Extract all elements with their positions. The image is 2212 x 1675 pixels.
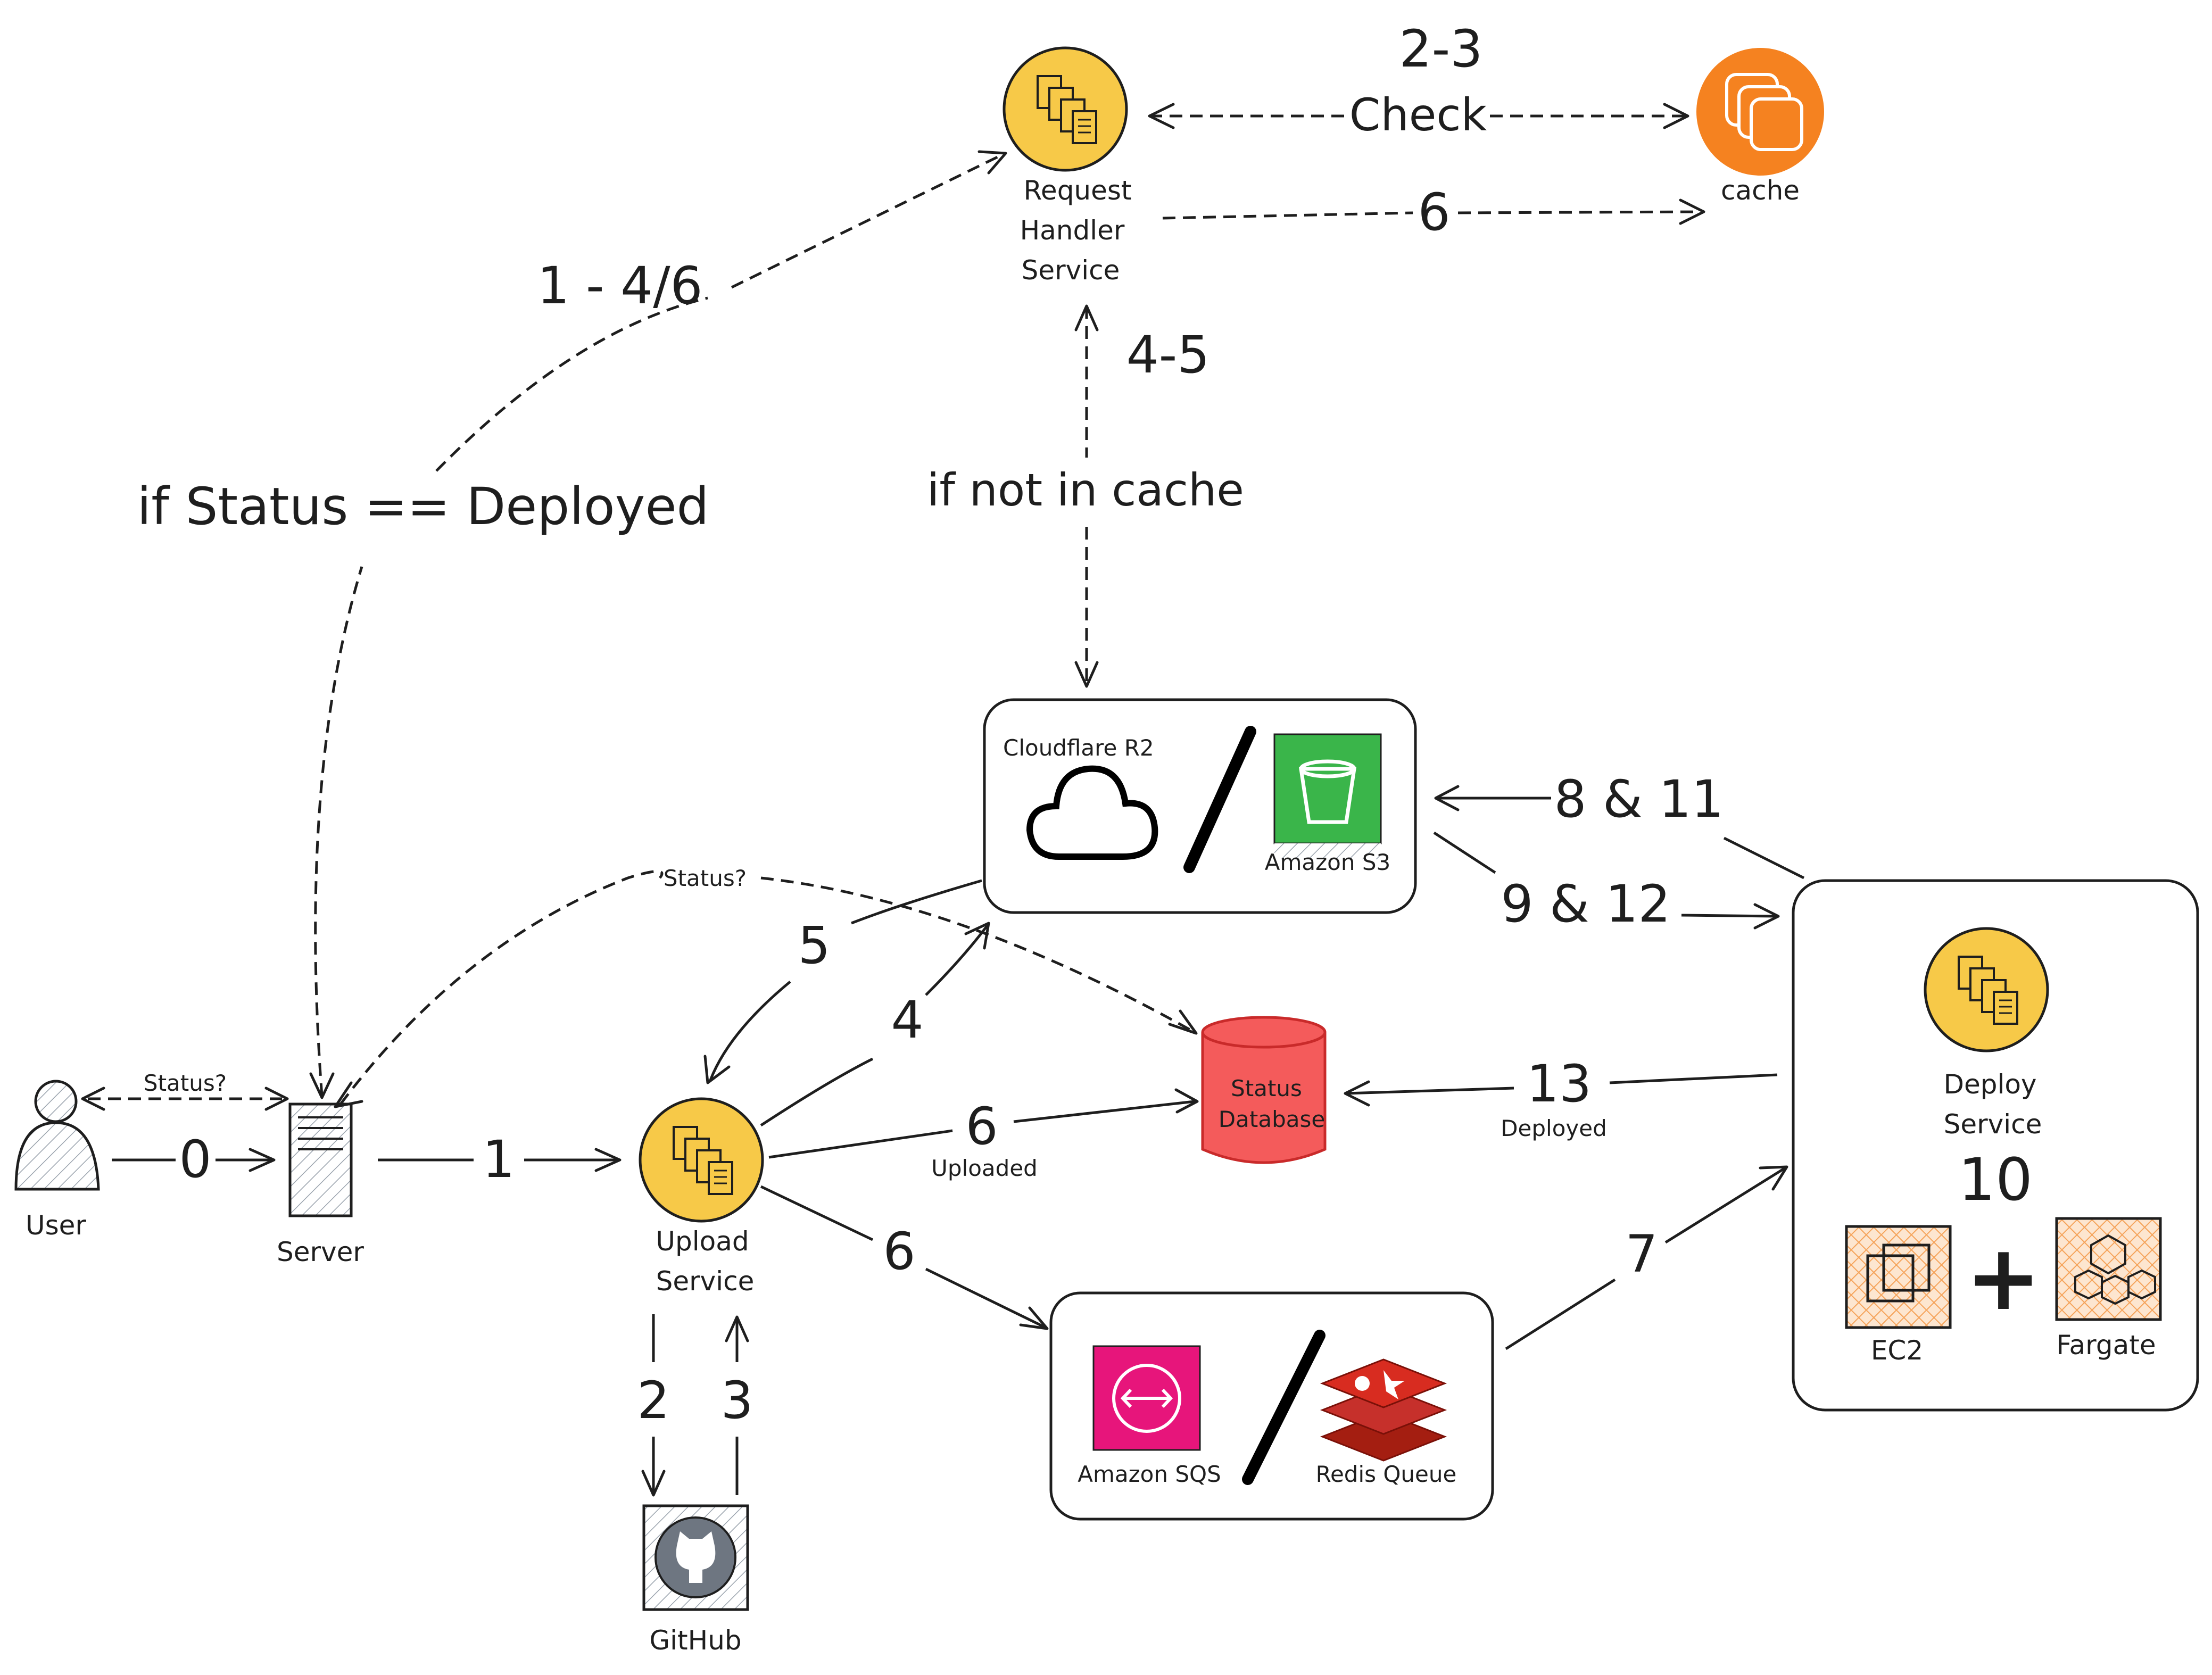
queue-separator [1242, 1330, 1325, 1485]
edge-deploy-db-label: 13 [1527, 1054, 1592, 1114]
user-body-icon [14, 1121, 100, 1191]
edge-storage-upload: 5 [703, 879, 982, 1084]
request-handler-label-3: Service [1022, 255, 1120, 286]
edge-upload-storage-label: 4 [891, 990, 923, 1050]
edge-server-request-handler: 1 - 4/6 if Status == Deployed [137, 150, 1007, 1099]
github-node: GitHub [642, 1504, 749, 1656]
cloud-icon [1026, 765, 1158, 860]
edge-storage-deploy-label: 9 & 12 [1501, 874, 1670, 934]
server-node: Server [277, 1102, 364, 1267]
edge-request-handler-cache-check-label: Check [1349, 89, 1487, 141]
edge-upload-db: 6 Uploaded [768, 1088, 1199, 1181]
edge-upload-queue: 6 [760, 1185, 1049, 1330]
sqs-label: Amazon SQS [1078, 1461, 1221, 1487]
edge-server-upload-label: 1 [482, 1130, 515, 1189]
edge-deploy-db: 13 Deployed [1344, 1054, 1778, 1141]
server-label: Server [277, 1237, 364, 1267]
cloudflare-r2-label: Cloudflare R2 [1003, 735, 1154, 761]
edge-request-handler-storage-condition: if not in cache [927, 464, 1244, 516]
ec2-icon [1845, 1225, 1952, 1329]
edge-upload-queue-label: 6 [883, 1222, 915, 1281]
edge-github-upload-label: 3 [720, 1371, 753, 1430]
fargate-label: Fargate [2056, 1330, 2156, 1361]
upload-service-node: Upload Service [639, 1097, 764, 1297]
request-handler-label-2: Handler [1020, 215, 1125, 246]
cache-node: cache [1696, 48, 1824, 206]
upload-service-label-1: Upload [656, 1226, 749, 1257]
edge-queue-deploy: 7 [1505, 1165, 1788, 1350]
deploy-service-label-1: Deploy [1943, 1069, 2036, 1100]
s3-icon [1273, 733, 1382, 844]
server-icon [288, 1102, 353, 1217]
deploy-step-10: 10 [1958, 1146, 2033, 1214]
edge-request-handler-storage-label: 4-5 [1126, 325, 1210, 385]
storage-separator [1183, 726, 1256, 873]
database-icon [1201, 1032, 1327, 1164]
request-handler-label-1: Request [1023, 175, 1131, 206]
status-database-label-1: Status [1231, 1075, 1302, 1101]
plus-symbol: + [1966, 1225, 2041, 1331]
s3-label: Amazon S3 [1265, 849, 1390, 875]
edge-server-request-handler-label: 1 - 4/6 [537, 256, 702, 316]
cache-label: cache [1721, 175, 1800, 206]
edge-queue-deploy-label: 7 [1625, 1224, 1658, 1284]
edge-upload-github-label: 2 [637, 1371, 669, 1430]
edge-user-server-status: Status? [81, 1070, 289, 1111]
user-node: User [14, 1080, 100, 1241]
edge-request-handler-cache-check: 2-3 Check [1148, 19, 1689, 141]
edge-request-handler-cache-write: 6 [1162, 183, 1705, 242]
edge-request-handler-cache-step: 2-3 [1399, 19, 1483, 79]
edge-user-server-label: 0 [179, 1130, 211, 1189]
ec2-label: EC2 [1871, 1335, 1923, 1366]
deploy-service-node: Deploy Service 10 EC2 + Fargate [1845, 927, 2162, 1366]
edge-server-db-status: Status? [334, 865, 1198, 1108]
edge-upload-storage: 4 [760, 922, 990, 1127]
user-head-icon [34, 1080, 78, 1123]
status-database-label-2: Database [1219, 1106, 1325, 1132]
queue-node: Amazon SQS Redis Queue [1078, 1330, 1457, 1487]
redis-label: Redis Queue [1316, 1461, 1457, 1487]
edge-request-handler-storage: 4-5 if not in cache [927, 304, 1244, 688]
edge-upload-db-label: 6 [965, 1097, 998, 1156]
github-label: GitHub [649, 1625, 741, 1656]
edge-storage-upload-label: 5 [798, 916, 830, 975]
edge-upload-db-sublabel: Uploaded [931, 1155, 1038, 1181]
edge-server-db-status-label: Status? [664, 865, 747, 891]
user-label: User [26, 1210, 86, 1241]
deploy-service-label-2: Service [1944, 1109, 2042, 1140]
edge-github-upload: 3 [720, 1315, 753, 1495]
edge-upload-github: 2 [637, 1314, 670, 1497]
edge-user-server: 0 [112, 1130, 276, 1189]
storage-node: Cloudflare R2 Amazon S3 [1003, 726, 1390, 875]
edge-request-handler-cache-write-label: 6 [1418, 183, 1450, 242]
edge-server-request-handler-condition: if Status == Deployed [137, 477, 709, 536]
edge-deploy-storage: 8 & 11 [1434, 769, 1805, 880]
status-database-node: Status Database [1201, 1016, 1327, 1164]
request-handler-node: Request Handler Service [1003, 46, 1132, 286]
edge-storage-deploy: 9 & 12 [1433, 831, 1780, 934]
edge-server-upload: 1 [378, 1130, 622, 1189]
edge-deploy-storage-label: 8 & 11 [1554, 769, 1724, 829]
edge-user-server-status-label: Status? [144, 1070, 227, 1096]
edge-deploy-db-sublabel: Deployed [1501, 1115, 1607, 1141]
fargate-icon [2055, 1217, 2162, 1321]
upload-service-label-2: Service [656, 1266, 755, 1297]
